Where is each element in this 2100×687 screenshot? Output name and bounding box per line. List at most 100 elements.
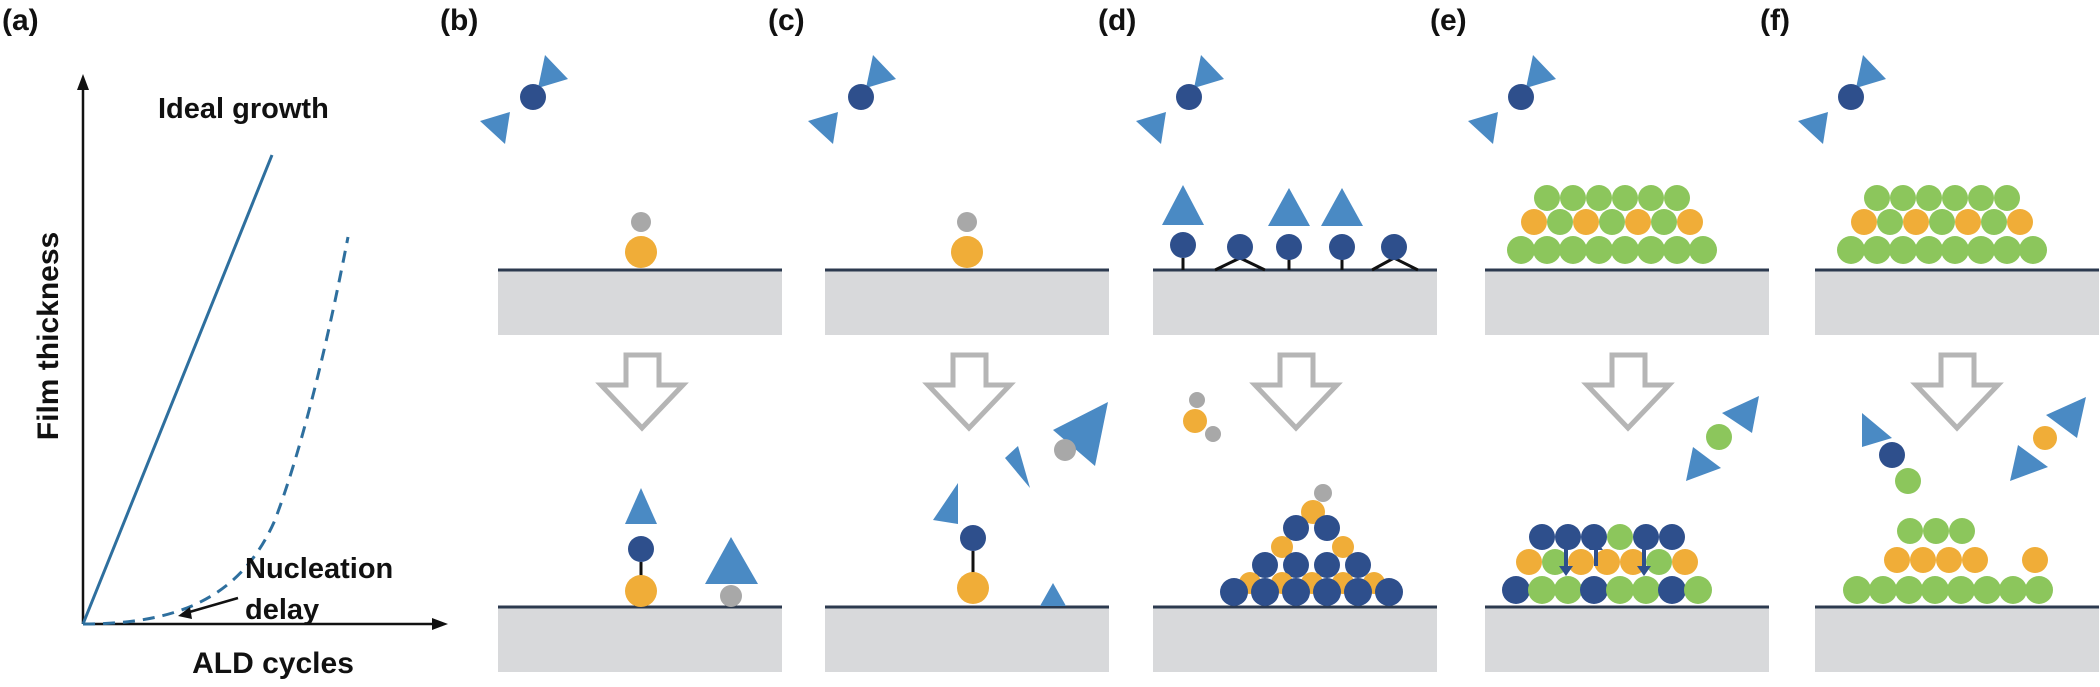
ligand-triangle-icon — [625, 488, 657, 524]
growth-plot: Film thickness ALD cycles Ideal growth N… — [32, 74, 448, 680]
metal-atom-icon — [1251, 578, 1279, 606]
substrate-atom-icon — [2007, 209, 2033, 235]
metal-atom-icon — [1313, 578, 1341, 606]
film-atom-icon — [1611, 236, 1639, 264]
nucleation-delay-curve — [82, 236, 350, 626]
y-axis-arrowhead — [77, 74, 89, 90]
ligand-triangle-icon — [808, 112, 838, 144]
substrate-atom-icon — [1936, 547, 1962, 573]
metal-atom-icon — [1580, 576, 1608, 604]
substrate-atom-icon — [1568, 549, 1594, 575]
panel-d-desorbed-molecule — [1183, 392, 1221, 442]
film-atom-icon — [1897, 518, 1923, 544]
film-atom-icon — [1915, 236, 1943, 264]
film-atom-icon — [1895, 576, 1923, 604]
metal-atom-icon — [1283, 552, 1309, 578]
metal-atom-icon — [1581, 524, 1607, 550]
nucleation-pointer-line — [185, 596, 239, 615]
metal-atom-icon — [1314, 515, 1340, 541]
film-atom-icon — [1941, 236, 1969, 264]
ligand-triangle-icon — [538, 55, 568, 88]
film-atom-icon — [1637, 236, 1665, 264]
film-atom-icon — [1664, 185, 1690, 211]
hydrogen-atom-icon — [1054, 439, 1076, 461]
metal-atom-icon — [1658, 576, 1686, 604]
ideal-growth-line — [81, 154, 274, 625]
film-atom-icon — [1599, 209, 1625, 235]
precursor-molecule-b — [480, 55, 568, 144]
panel-e-top-film — [1507, 185, 1717, 264]
substrate-block-f-bottom — [1815, 607, 2099, 672]
film-atom-icon — [1632, 576, 1660, 604]
ligand-triangle-icon — [1053, 402, 1108, 466]
panel-b-top-surface-site — [625, 212, 657, 268]
precursor-molecule-e — [1468, 55, 1556, 144]
panel-f-top-film — [1837, 185, 2047, 264]
metal-atom-icon — [960, 525, 986, 551]
panel-label-c: (c) — [768, 4, 805, 37]
ligand-fragment-icon — [1040, 583, 1066, 606]
film-atom-icon — [1843, 576, 1871, 604]
precursor-molecule-c — [808, 55, 896, 144]
ideal-growth-label: Ideal growth — [158, 93, 329, 125]
ligand-triangle-icon — [1798, 112, 1828, 144]
substrate-atom-icon — [1521, 209, 1547, 235]
surface-bonds — [1181, 256, 1419, 272]
film-atom-icon — [1949, 518, 1975, 544]
ligand-triangle-icon — [1686, 447, 1721, 481]
process-arrows — [595, 352, 2004, 432]
exchange-up-arrow-icon — [1589, 540, 1603, 566]
hydrogen-atom-icon — [1314, 484, 1332, 502]
ligand-triangle-icon — [1268, 188, 1310, 226]
film-atom-icon — [1993, 236, 2021, 264]
substrate-atom-icon — [1677, 209, 1703, 235]
hydrogen-atom-icon — [1205, 426, 1221, 442]
film-atom-icon — [1607, 524, 1633, 550]
metal-atom-icon — [1329, 234, 1355, 260]
panel-d-island — [1220, 484, 1403, 606]
film-atom-icon — [1663, 236, 1691, 264]
film-atom-icon — [1651, 209, 1677, 235]
precursor-molecule-d — [1136, 55, 1224, 144]
film-atom-icon — [1994, 185, 2020, 211]
process-arrow-e — [1581, 352, 1675, 432]
substrates — [498, 270, 2099, 672]
panel-e-leaving-molecule — [1686, 396, 1759, 481]
metal-atom-icon — [1276, 234, 1302, 260]
process-arrow-b — [595, 352, 689, 432]
film-atom-icon — [1863, 236, 1891, 264]
process-arrow-d — [1249, 352, 1343, 432]
ligand-triangle-icon — [1194, 55, 1224, 88]
metal-atom-icon — [1345, 552, 1371, 578]
process-arrow-f — [1910, 352, 2004, 432]
x-axis-arrowhead — [432, 618, 448, 630]
film-atom-icon — [1706, 424, 1732, 450]
substrate-block-c-top — [825, 270, 1109, 335]
ligand-triangle-icon — [705, 537, 758, 584]
film-atom-icon — [1533, 236, 1561, 264]
metal-atom-icon — [1227, 234, 1253, 260]
film-atom-icon — [1547, 209, 1573, 235]
substrate-atom-icon — [957, 572, 989, 604]
ligand-triangle-icon — [2010, 445, 2048, 481]
substrate-atom-icon — [1594, 549, 1620, 575]
film-atom-icon — [1968, 185, 1994, 211]
metal-atom-icon — [1633, 524, 1659, 550]
nucleation-label-line2: delay — [245, 594, 319, 626]
panel-f-bottom-film — [1843, 518, 2053, 604]
film-atom-icon — [1895, 468, 1921, 494]
substrate-atom-icon — [951, 236, 983, 268]
substrate-atom-icon — [1573, 209, 1599, 235]
metal-atom-icon — [1220, 578, 1248, 606]
substrate-atom-icon — [1955, 209, 1981, 235]
metal-atom-icon — [1170, 232, 1196, 258]
ligand-triangle-icon — [1136, 112, 1166, 144]
film-atom-icon — [1889, 236, 1917, 264]
metal-atom-icon — [1659, 524, 1685, 550]
ligand-triangle-icon — [1856, 55, 1886, 88]
film-atom-icon — [1967, 236, 1995, 264]
film-atom-icon — [1560, 185, 1586, 211]
film-atom-icon — [1507, 236, 1535, 264]
panel-c-top-surface-site — [951, 212, 983, 268]
